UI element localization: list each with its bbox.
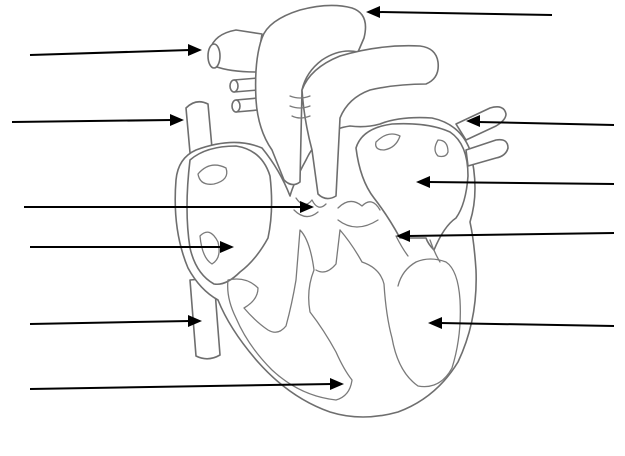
arrow-right-pulmonary-artery xyxy=(30,44,202,56)
arrow-aorta xyxy=(366,6,552,18)
right-pulmonary-artery-stubs xyxy=(208,30,262,112)
arrow-superior-vena-cava xyxy=(12,114,184,126)
arrow-inferior-vena-cava xyxy=(30,315,202,327)
